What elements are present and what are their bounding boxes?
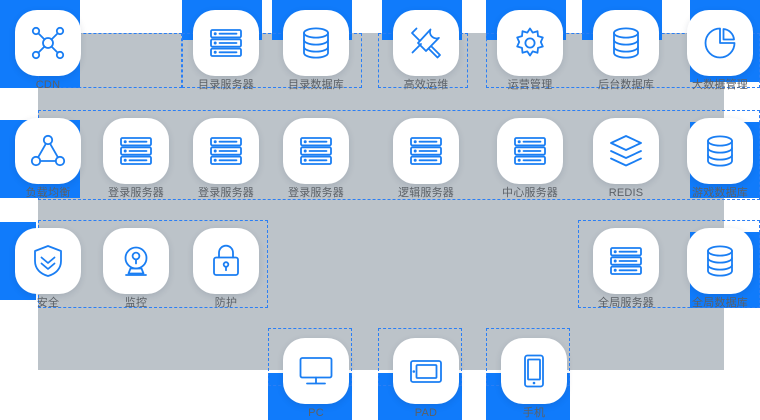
node-redis[interactable]: REDIS: [590, 118, 662, 200]
smartphone-icon: [515, 352, 553, 390]
icon-card-security[interactable]: [15, 228, 81, 294]
icon-card-dir-database[interactable]: [283, 10, 349, 76]
node-game-db[interactable]: 游戏数据库: [684, 118, 756, 200]
node-label-dir-database: 目录数据库: [288, 79, 344, 91]
server-rack-icon: [607, 242, 645, 280]
node-mobile[interactable]: 手机: [498, 338, 570, 420]
node-label-mobile: 手机: [522, 407, 546, 419]
node-label-global-db: 全局数据库: [692, 297, 748, 309]
load-balance-icon: [29, 132, 67, 170]
node-label-monitor: 监控: [124, 297, 148, 309]
node-login-3[interactable]: 登录服务器: [280, 118, 352, 200]
server-rack-icon: [207, 132, 245, 170]
node-global-db[interactable]: 全局数据库: [684, 228, 756, 310]
server-rack-icon: [207, 24, 245, 62]
node-label-cdn: CDN: [35, 79, 61, 91]
group-directory: [182, 33, 362, 88]
node-lb[interactable]: 负载均衡: [12, 118, 84, 200]
database-icon: [701, 242, 739, 280]
icon-card-bigdata[interactable]: [687, 10, 753, 76]
server-rack-icon: [117, 132, 155, 170]
icon-card-monitor[interactable]: [103, 228, 169, 294]
node-label-dir-server: 目录服务器: [198, 79, 254, 91]
server-rack-icon: [511, 132, 549, 170]
node-label-pc: PC: [308, 407, 324, 419]
node-label-logic: 逻辑服务器: [398, 187, 454, 199]
node-label-global-server: 全局服务器: [598, 297, 654, 309]
pie-chart-icon: [701, 24, 739, 62]
server-rack-icon: [407, 132, 445, 170]
node-global-server[interactable]: 全局服务器: [590, 228, 662, 310]
icon-card-logic[interactable]: [393, 118, 459, 184]
node-label-bigdata: 大数据管理: [692, 79, 748, 91]
icon-card-global-server[interactable]: [593, 228, 659, 294]
icon-card-login-3[interactable]: [283, 118, 349, 184]
node-pc[interactable]: PC: [280, 338, 352, 420]
node-login-1[interactable]: 登录服务器: [100, 118, 172, 200]
node-security[interactable]: 安全: [12, 228, 84, 310]
icon-card-lb[interactable]: [15, 118, 81, 184]
tools-wrench-icon: [407, 24, 445, 62]
node-label-backend-db: 后台数据库: [598, 79, 654, 91]
tablet-icon: [407, 352, 445, 390]
node-label-login-1: 登录服务器: [108, 187, 164, 199]
desktop-monitor-icon: [297, 352, 335, 390]
lock-icon: [207, 242, 245, 280]
icon-card-redis[interactable]: [593, 118, 659, 184]
node-label-login-2: 登录服务器: [198, 187, 254, 199]
node-label-ops: 高效运维: [403, 79, 449, 91]
node-label-protection: 防护: [214, 297, 238, 309]
node-label-security: 安全: [36, 297, 60, 309]
node-bigdata[interactable]: 大数据管理: [684, 10, 756, 92]
node-label-login-3: 登录服务器: [288, 187, 344, 199]
server-rack-icon: [297, 132, 335, 170]
gear-icon: [511, 24, 549, 62]
icon-card-backend-db[interactable]: [593, 10, 659, 76]
node-label-redis: REDIS: [608, 187, 644, 199]
icon-card-login-1[interactable]: [103, 118, 169, 184]
node-label-pad: PAD: [414, 407, 438, 419]
database-icon: [701, 132, 739, 170]
camera-monitor-icon: [117, 242, 155, 280]
node-ops[interactable]: 高效运维: [390, 10, 462, 92]
node-center[interactable]: 中心服务器: [494, 118, 566, 200]
node-logic[interactable]: 逻辑服务器: [390, 118, 462, 200]
node-protection[interactable]: 防护: [190, 228, 262, 310]
icon-card-global-db[interactable]: [687, 228, 753, 294]
node-backend-db[interactable]: 后台数据库: [590, 10, 662, 92]
database-icon: [607, 24, 645, 62]
icon-card-game-db[interactable]: [687, 118, 753, 184]
icon-card-protection[interactable]: [193, 228, 259, 294]
backdrop-panel: [38, 33, 724, 370]
icon-card-mobile[interactable]: [501, 338, 567, 404]
icon-card-ops[interactable]: [393, 10, 459, 76]
shield-icon: [29, 242, 67, 280]
icon-card-pc[interactable]: [283, 338, 349, 404]
database-icon: [297, 24, 335, 62]
node-monitor[interactable]: 监控: [100, 228, 172, 310]
icon-card-ops-manage[interactable]: [497, 10, 563, 76]
node-label-game-db: 游戏数据库: [692, 187, 748, 199]
node-dir-server[interactable]: 目录服务器: [190, 10, 262, 92]
node-login-2[interactable]: 登录服务器: [190, 118, 262, 200]
node-dir-database[interactable]: 目录数据库: [280, 10, 352, 92]
node-label-ops-manage: 运营管理: [507, 79, 553, 91]
layers-stack-icon: [607, 132, 645, 170]
icon-card-dir-server[interactable]: [193, 10, 259, 76]
icon-card-cdn[interactable]: [15, 10, 81, 76]
node-label-lb: 负载均衡: [25, 187, 71, 199]
node-ops-manage[interactable]: 运营管理: [494, 10, 566, 92]
cdn-network-icon: [29, 24, 67, 62]
icon-card-pad[interactable]: [393, 338, 459, 404]
icon-card-login-2[interactable]: [193, 118, 259, 184]
node-label-center: 中心服务器: [502, 187, 558, 199]
icon-card-center[interactable]: [497, 118, 563, 184]
node-cdn[interactable]: CDN: [12, 10, 84, 92]
node-pad[interactable]: PAD: [390, 338, 462, 420]
